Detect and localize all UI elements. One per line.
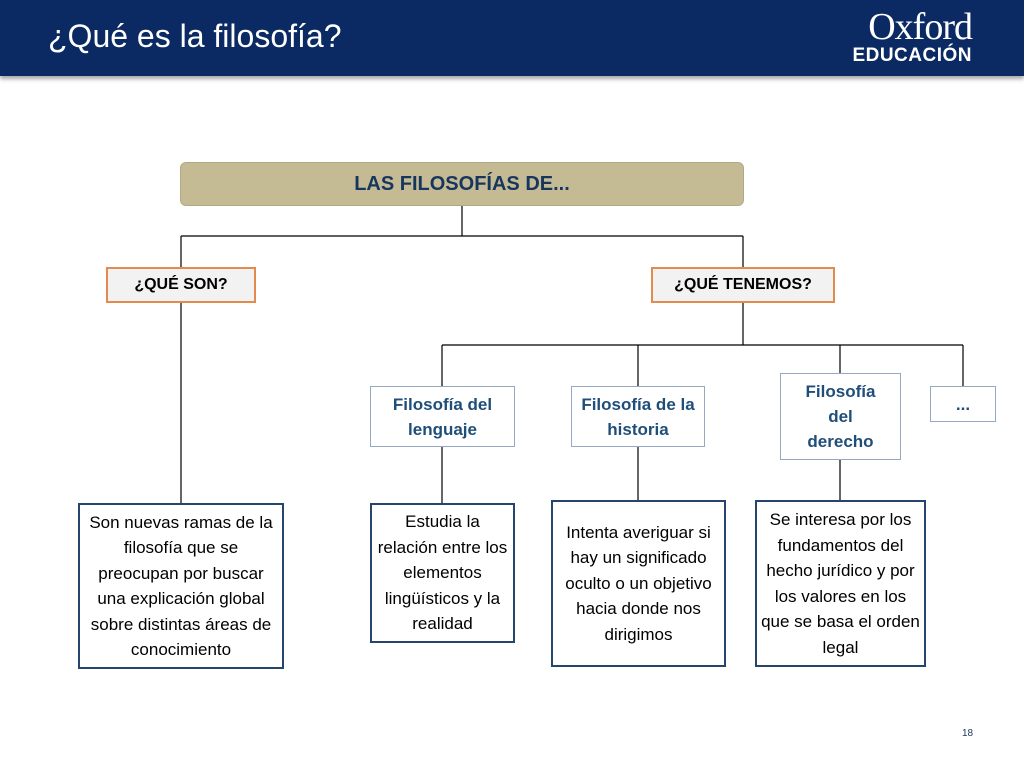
page-number: 18 <box>962 728 974 739</box>
root-node: LAS FILOSOFÍAS DE... <box>180 162 744 206</box>
node-more-ellipsis: ... <box>930 386 996 422</box>
slide-header: ¿Qué es la filosofía? Oxford EDUCACIÓN <box>0 0 1024 76</box>
node-que-son: ¿QUÉ SON? <box>106 267 256 303</box>
node-filosofia-historia: Filosofía de la historia <box>571 386 705 447</box>
logo-wordmark: Oxford <box>868 6 973 48</box>
node-que-tenemos: ¿QUÉ TENEMOS? <box>651 267 835 303</box>
logo-subtitle: EDUCACIÓN <box>852 45 972 66</box>
oxford-educacion-logo: Oxford EDUCACIÓN <box>842 6 973 66</box>
node-filosofia-lenguaje: Filosofía del lenguaje <box>370 386 515 447</box>
desc-filosofia-derecho: Se interesa por los fundamentos del hech… <box>755 500 926 667</box>
desc-filosofia-lenguaje: Estudia la relación entre los elementos … <box>370 503 515 643</box>
node-filosofia-derecho: Filosofía del derecho <box>780 373 901 460</box>
desc-que-son: Son nuevas ramas de la filosofía que se … <box>78 503 284 669</box>
slide-title: ¿Qué es la filosofía? <box>48 18 342 54</box>
desc-filosofia-historia: Intenta averiguar si hay un significado … <box>551 500 726 667</box>
